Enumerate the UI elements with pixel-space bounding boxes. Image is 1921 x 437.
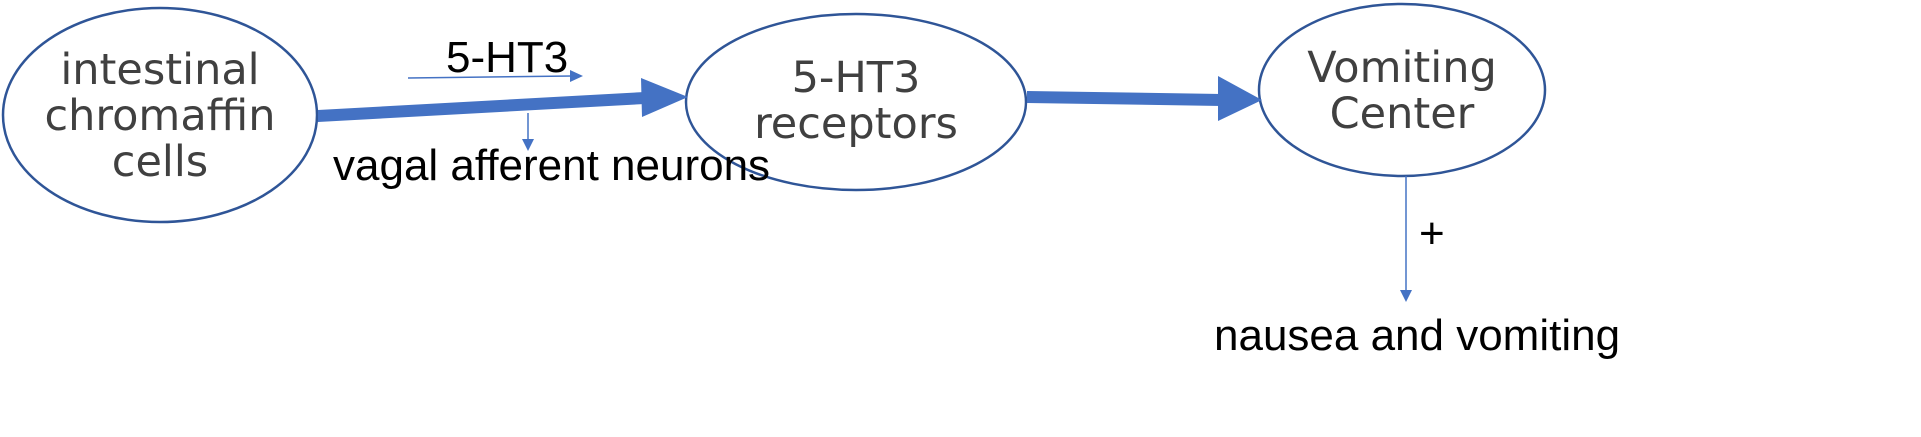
- arrow-center-to-outcome: [1400, 176, 1412, 302]
- node-label-line-1: 5-HT3: [792, 53, 921, 103]
- node-label-line-2: receptors: [754, 99, 958, 149]
- node-vomiting-center: Vomiting Center: [1257, 2, 1547, 178]
- arrow-to-vagal-neurons: [522, 113, 534, 151]
- node-label-line-3: cells: [112, 137, 208, 187]
- node-label-line-2: chromaffin: [45, 91, 276, 141]
- node-ellipse: [1257, 2, 1547, 178]
- label-vagal-afferent-neurons: vagal afferent neurons: [333, 141, 770, 190]
- arrow-shaft: [1027, 91, 1222, 106]
- node-intestinal-chromaffin-cells: intestinal chromaffin cells: [1, 6, 319, 224]
- arrow-5ht3-release: [407, 70, 583, 82]
- node-5ht3-receptors: 5-HT3 receptors: [684, 12, 1028, 192]
- label-5ht3: 5-HT3: [446, 33, 568, 82]
- arrow-line: [407, 75, 573, 79]
- arrow-shaft: [318, 92, 645, 122]
- label-plus: +: [1419, 209, 1445, 258]
- node-label-line-1: Vomiting: [1307, 43, 1497, 93]
- node-ellipse: [684, 12, 1028, 192]
- arrowhead: [1400, 290, 1412, 302]
- label-nausea-and-vomiting: nausea and vomiting: [1214, 311, 1620, 360]
- arrowhead: [641, 78, 688, 117]
- node-label-line-1: intestinal: [60, 45, 259, 95]
- arrowhead: [522, 139, 534, 151]
- node-ellipse: [1, 6, 319, 224]
- node-label-line-2: Center: [1330, 89, 1475, 139]
- arrowhead: [1218, 76, 1262, 121]
- arrow-cells-to-receptors: [318, 78, 688, 122]
- arrow-receptors-to-vomiting-center: [1027, 76, 1262, 121]
- arrowhead: [570, 70, 583, 82]
